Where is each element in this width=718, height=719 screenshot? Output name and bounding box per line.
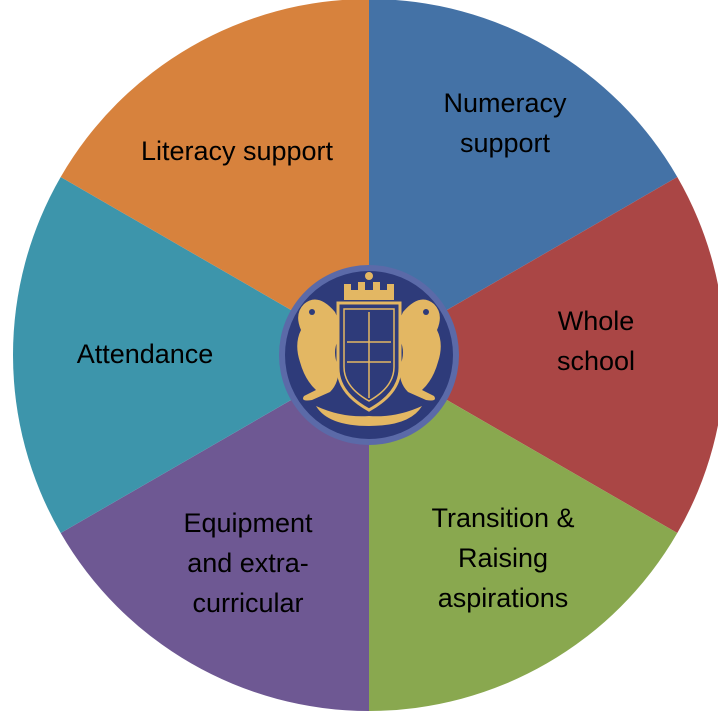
segment-label-line: Literacy support [141, 136, 334, 166]
segment-label-line: Raising [458, 543, 548, 573]
segment-label-numeracy: Numeracy support [443, 88, 567, 158]
segment-label-literacy: Literacy support [141, 136, 334, 166]
segment-label-line: school [557, 346, 635, 376]
segment-label-line: aspirations [438, 583, 569, 613]
segment-label-line: and extra- [187, 548, 309, 578]
segment-label-line: curricular [192, 588, 303, 618]
segment-label-line: Equipment [183, 508, 313, 538]
segment-label-line: Numeracy [443, 88, 567, 118]
segment-equipment [60, 355, 370, 711]
segment-numeracy [369, 0, 678, 355]
segment-literacy [60, 0, 369, 355]
segment-label-line: Attendance [77, 339, 214, 369]
segment-label-line: Whole [558, 306, 635, 336]
wheel-segments [13, 0, 718, 711]
segment-label-attendance: Attendance [77, 339, 214, 369]
segment-label-transition: Transition & Raising aspirations [431, 503, 574, 613]
segment-label-line: support [460, 128, 551, 158]
segment-label-equipment: Equipment and extra-curricular [183, 508, 313, 618]
segment-whole [369, 177, 718, 533]
school-crest-icon [279, 265, 459, 445]
segment-attendance [13, 177, 370, 533]
segment-transition [369, 355, 678, 711]
segment-label-whole: Whole school [557, 306, 635, 376]
segment-label-line: Transition & [431, 503, 574, 533]
